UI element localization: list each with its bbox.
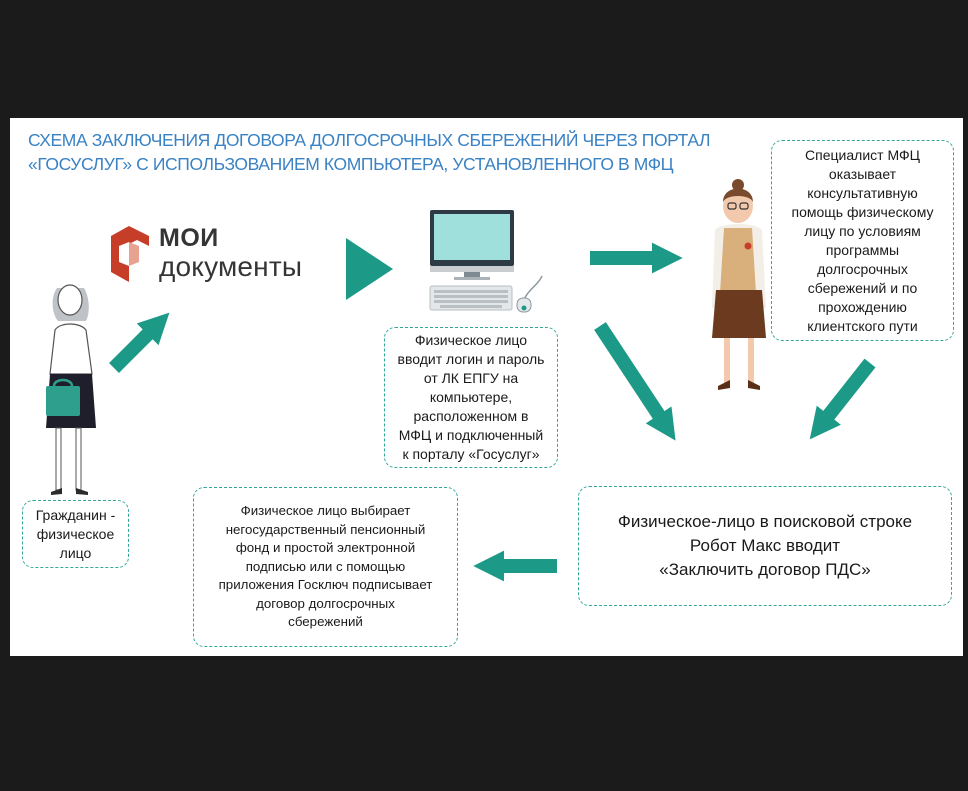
choose-line: фонд и простой электронной bbox=[235, 540, 416, 556]
specialist-line: оказывает bbox=[828, 165, 897, 182]
specialist-line: консультативную bbox=[807, 184, 918, 201]
computer-line: от ЛК ЕПГУ на bbox=[423, 370, 519, 386]
choose-fund-box: Физическое лицо выбирает негосударственн… bbox=[193, 487, 458, 647]
computer-line: МФЦ и подключенный bbox=[398, 427, 544, 443]
moi-dokumenty-logo-icon bbox=[111, 226, 149, 282]
computer-line: вводит логин и пароль bbox=[397, 351, 545, 367]
choose-line: негосударственный пенсионный bbox=[225, 521, 426, 537]
citizen-line: лицо bbox=[59, 544, 92, 561]
computer-line: Физическое лицо bbox=[414, 332, 528, 348]
specialist-line: Специалист МФЦ bbox=[805, 146, 920, 163]
choose-line: сбережений bbox=[288, 614, 363, 630]
title-line-1: СХЕМА ЗАКЛЮЧЕНИЯ ДОГОВОРА ДОЛГОСРОЧНЫХ С… bbox=[28, 130, 711, 150]
citizen-figure-icon bbox=[46, 284, 96, 495]
diagram-title: СХЕМА ЗАКЛЮЧЕНИЯ ДОГОВОРА ДОЛГОСРОЧНЫХ С… bbox=[28, 128, 748, 176]
specialist-figure-icon bbox=[712, 179, 766, 390]
arrow-computer-to-robot bbox=[594, 322, 676, 441]
computer-line: компьютере, bbox=[429, 389, 513, 405]
arrow-specialist-to-robot bbox=[809, 358, 876, 440]
citizen-line: Гражданин - bbox=[35, 506, 116, 523]
diagram-graphics bbox=[46, 179, 876, 582]
robot-max-box: Физическое-лицо в поисковой строке Робот… bbox=[578, 486, 952, 606]
moi-dokumenty-logo: МОИ документы bbox=[107, 222, 332, 290]
choose-line: подписью или с помощью bbox=[245, 558, 406, 574]
logo-line-2: документы bbox=[159, 251, 303, 282]
choose-line: договор долгосрочных bbox=[256, 595, 395, 611]
specialist-line: долгосрочных bbox=[817, 260, 908, 277]
citizen-line: физическое bbox=[36, 525, 115, 542]
specialist-line: помощь физическому bbox=[791, 203, 934, 220]
specialist-line: клиентского пути bbox=[807, 317, 918, 334]
choose-line: приложения Госключ подписывает bbox=[218, 577, 433, 593]
choose-line: Физическое лицо выбирает bbox=[240, 503, 411, 519]
specialist-line: сбережений и по bbox=[807, 279, 918, 296]
specialist-line: прохождению bbox=[818, 298, 907, 315]
title-line-2: «ГОСУСЛУГ» С ИСПОЛЬЗОВАНИЕМ КОМПЬЮТЕРА, … bbox=[28, 154, 674, 174]
computer-login-box: Физическое лицо вводит логин и пароль от… bbox=[384, 327, 558, 468]
computer-icon bbox=[429, 210, 543, 313]
arrow-citizen-to-logo bbox=[109, 312, 170, 373]
specialist-line: программы bbox=[825, 241, 900, 258]
logo-line-1: МОИ bbox=[159, 224, 219, 252]
robot-line: Робот Макс вводит bbox=[689, 536, 841, 555]
citizen-box: Гражданин - физическое лицо bbox=[22, 500, 129, 568]
robot-line: Физическое-лицо в поисковой строке bbox=[617, 512, 913, 531]
specialist-box: Специалист МФЦ оказывает консультативную… bbox=[771, 140, 954, 341]
computer-line: расположенном в bbox=[413, 408, 529, 424]
diagram-slide: СХЕМА ЗАКЛЮЧЕНИЯ ДОГОВОРА ДОЛГОСРОЧНЫХ С… bbox=[10, 118, 963, 656]
arrow-logo-to-computer bbox=[346, 238, 393, 300]
computer-line: к порталу «Госуслуг» bbox=[402, 446, 540, 462]
robot-line: «Заключить договор ПДС» bbox=[659, 560, 871, 579]
specialist-line: лицу по условиям bbox=[804, 222, 921, 239]
